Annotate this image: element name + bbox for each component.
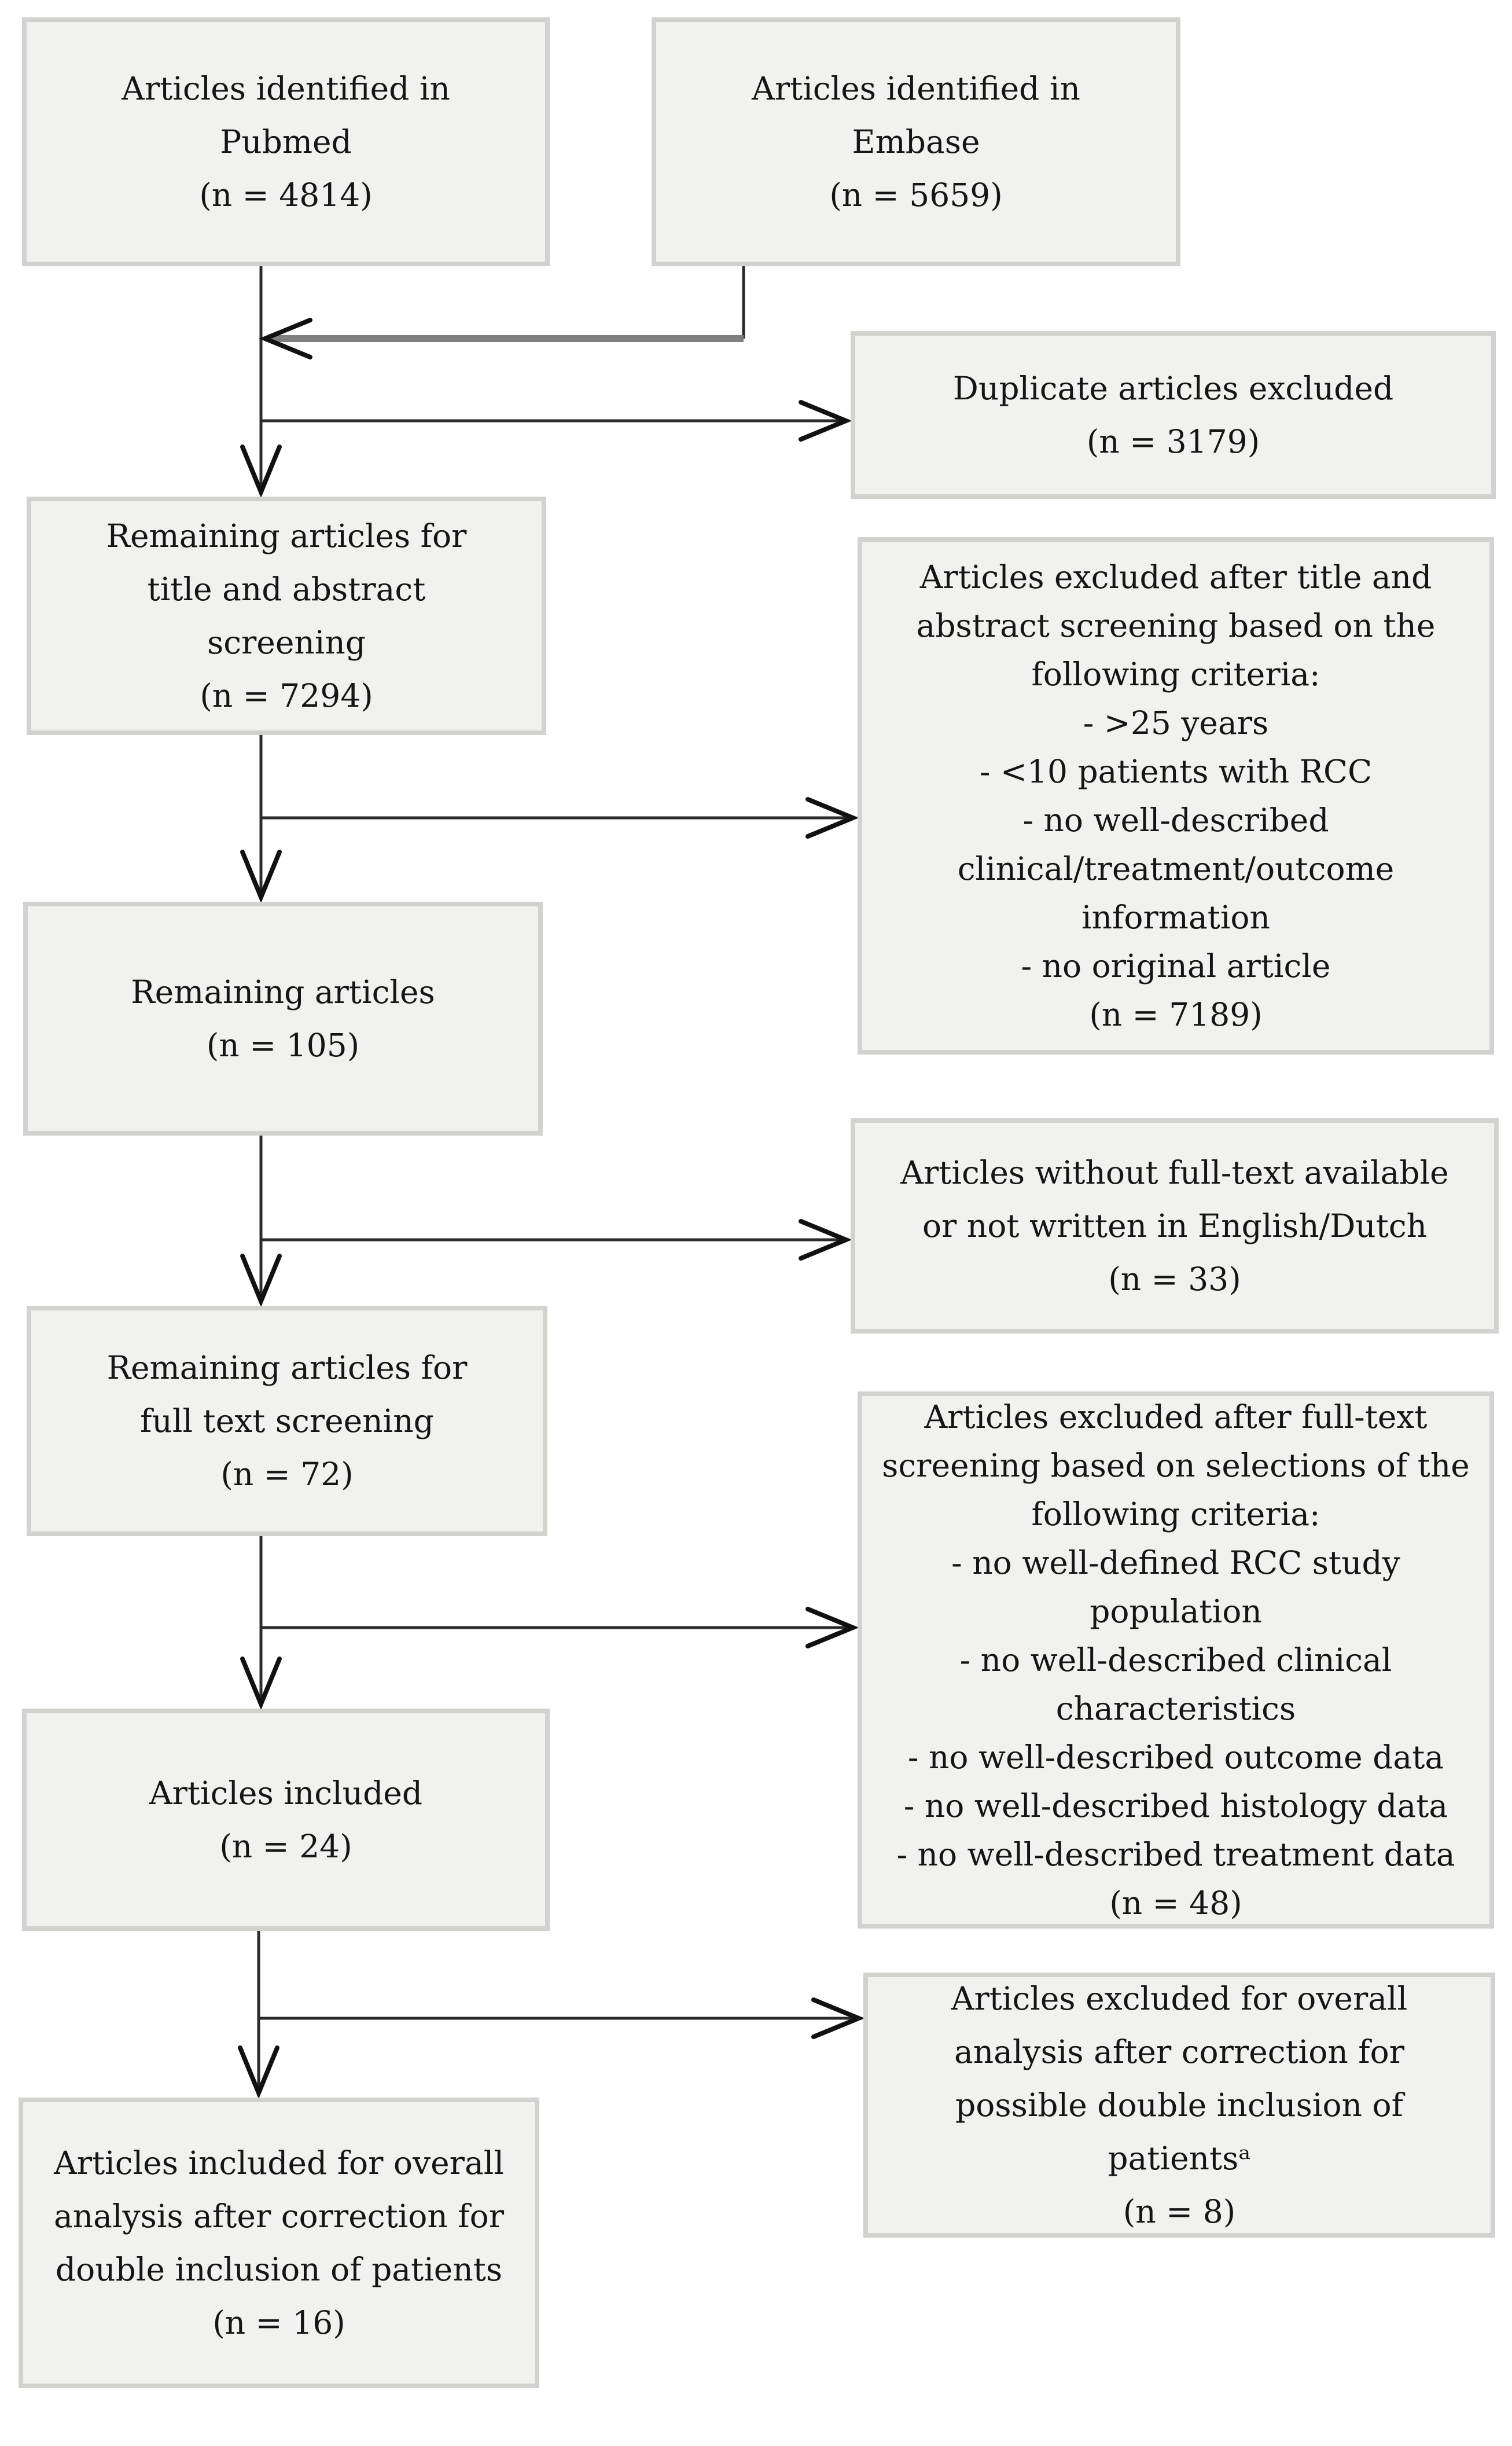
box-count-line: (n = 16) <box>212 2304 345 2341</box>
box-count-line: (n = 8) <box>1123 2193 1236 2230</box>
arrowhead-right-icon <box>805 1607 859 1648</box>
arrowhead-right-icon <box>799 1219 852 1261</box>
box-text-line: Duplicate articles excluded <box>952 370 1394 407</box>
box-excluded-title-abstract: Articles excluded after title and abstra… <box>858 537 1494 1055</box>
box-text-line: following criteria: <box>1031 1496 1320 1533</box>
box-criterion-line: - no well-defined RCC study <box>951 1544 1400 1581</box>
box-text-line: screening based on selections of the <box>882 1447 1470 1484</box>
arrowhead-right-icon <box>799 400 852 442</box>
box-title-abstract-screening: Remaining articles for title and abstrac… <box>27 497 546 735</box>
box-text-line: full text screening <box>140 1402 434 1439</box>
box-criterion-line: population <box>1090 1593 1262 1630</box>
box-count-line: (n = 48) <box>1109 1885 1242 1922</box>
box-text-line: Articles included <box>149 1775 423 1812</box>
box-included-after-correction: Articles included for overall analysis a… <box>19 2098 539 2388</box>
arrowhead-right-icon <box>805 797 859 839</box>
box-count-line: (n = 3179) <box>1086 423 1260 460</box>
box-text-line: double inclusion of patients <box>55 2251 503 2288</box>
box-text-line: Articles excluded after full-text <box>924 1398 1428 1435</box>
box-criterion-line: - no original article <box>1021 947 1331 985</box>
box-count-line: (n = 24) <box>219 1828 352 1865</box>
box-excluded-double-inclusion: Articles excluded for overall analysis a… <box>863 1973 1495 2238</box>
box-articles-identified-pubmed: Articles identified in Pubmed (n = 4814) <box>22 17 550 266</box>
box-text-line: Articles excluded for overall <box>951 1980 1408 2017</box>
box-text-line: Remaining articles <box>131 974 435 1011</box>
box-criterion-line: - >25 years <box>1083 704 1269 741</box>
box-count-line: (n = 7294) <box>200 677 373 714</box>
arrowhead-down-icon <box>240 445 282 498</box>
arrowhead-left-icon <box>259 318 312 359</box>
box-remaining-articles: Remaining articles (n = 105) <box>23 902 543 1136</box>
box-criterion-line: information <box>1081 899 1270 936</box>
arrowhead-down-icon <box>240 850 282 904</box>
arrowhead-down-icon <box>240 1657 282 1710</box>
box-articles-identified-embase: Articles identified in Embase (n = 5659) <box>652 17 1180 266</box>
box-fulltext-screening: Remaining articles for full text screeni… <box>27 1306 547 1536</box>
arrowhead-down-icon <box>240 1254 282 1308</box>
box-criterion-line: - no well-described histology data <box>903 1787 1448 1824</box>
box-articles-included: Articles included (n = 24) <box>22 1709 550 1931</box>
box-count-line: (n = 4814) <box>199 177 373 214</box>
box-text-line: patientsᵃ <box>1108 2140 1251 2177</box>
box-criterion-line: - no well-described outcome data <box>907 1739 1444 1776</box>
box-count-line: (n = 72) <box>220 1456 354 1493</box>
box-criterion-line: - no well-described clinical <box>959 1641 1392 1679</box>
box-criterion-line: - <10 patients with RCC <box>979 753 1373 790</box>
box-text-line: following criteria: <box>1031 656 1320 693</box>
box-excluded-fulltext: Articles excluded after full-text screen… <box>858 1391 1494 1929</box>
box-text-line: Articles without full-text available <box>900 1154 1449 1191</box>
box-criterion-line: - no well-described treatment data <box>896 1836 1455 1873</box>
box-text-line: Remaining articles for <box>106 1349 468 1386</box>
box-text-line: abstract screening based on the <box>916 607 1436 644</box>
box-count-line: (n = 33) <box>1108 1261 1241 1298</box>
arrowhead-down-icon <box>238 2045 279 2099</box>
box-text-line: possible double inclusion of <box>955 2087 1403 2124</box>
box-no-fulltext-available: Articles without full-text available or … <box>851 1118 1499 1334</box>
box-text-line: Articles included for overall <box>54 2144 504 2181</box>
box-text-line: Articles identified in <box>752 70 1080 107</box>
arrowhead-right-icon <box>811 1997 865 2039</box>
box-text-line: Articles excluded after title and <box>919 559 1432 596</box>
box-criterion-line: - no well-described <box>1022 802 1329 839</box>
box-count-line: (n = 5659) <box>829 177 1003 214</box>
box-text-line: Articles identified in <box>122 70 450 107</box>
box-count-line: (n = 7189) <box>1089 996 1263 1033</box>
box-count-line: (n = 105) <box>206 1027 360 1064</box>
box-duplicates-excluded: Duplicate articles excluded (n = 3179) <box>851 331 1496 499</box>
box-text-line: title and abstract <box>147 571 426 608</box>
box-text-line: Pubmed <box>220 123 352 160</box>
box-text-line: Remaining articles for <box>106 517 467 554</box>
box-text-line: analysis after correction for <box>954 2033 1405 2070</box>
box-criterion-line: characteristics <box>1055 1690 1296 1727</box>
box-text-line: Embase <box>852 123 980 160</box>
box-criterion-line: clinical/treatment/outcome <box>957 850 1395 887</box>
box-text-line: analysis after correction for <box>53 2198 505 2235</box>
box-text-line: or not written in English/Dutch <box>922 1207 1428 1244</box>
box-text-line: screening <box>207 624 366 661</box>
